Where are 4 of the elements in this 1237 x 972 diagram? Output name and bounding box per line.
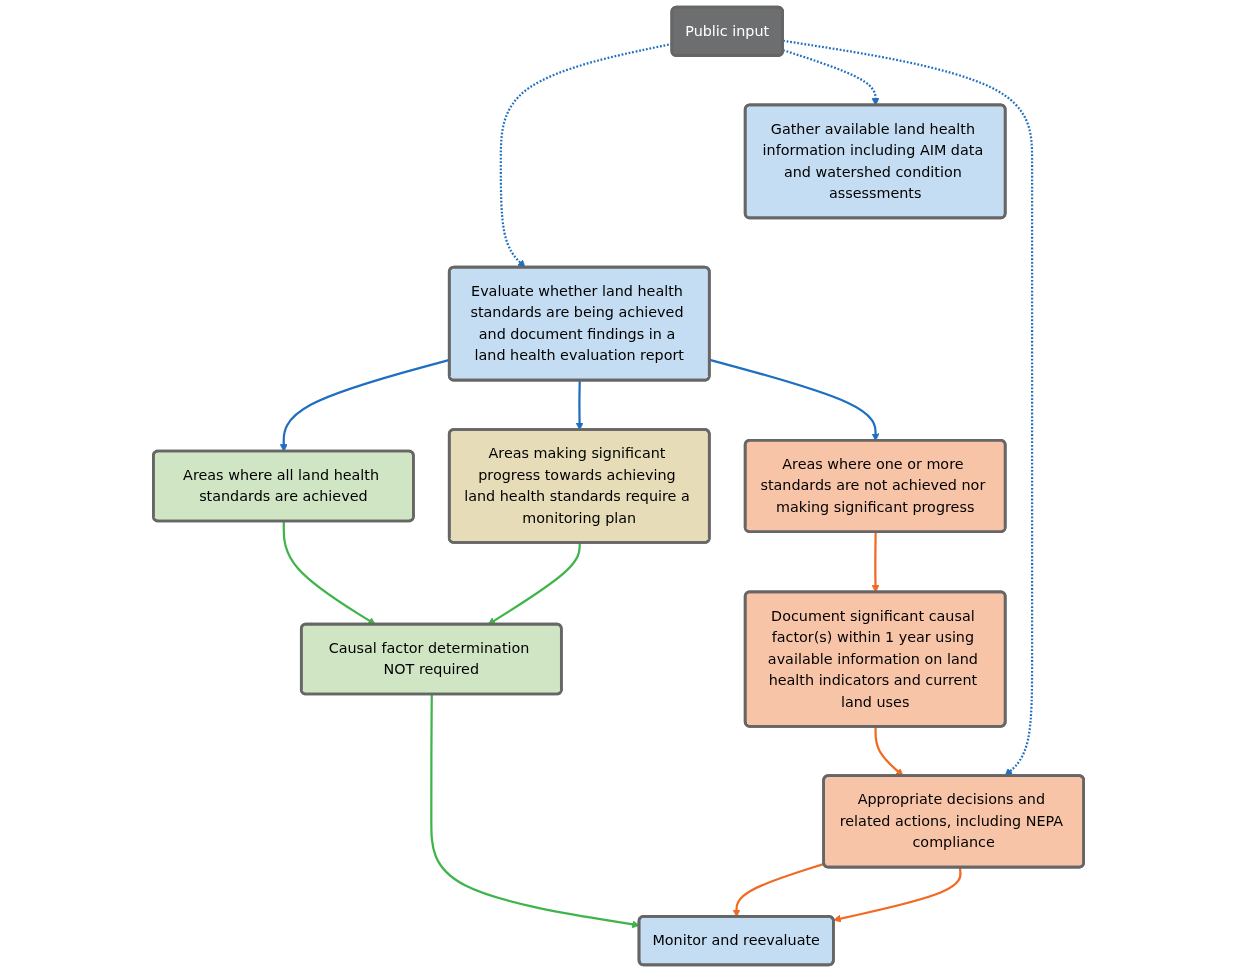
arrow bbox=[487, 542, 581, 625]
arrow bbox=[279, 358, 450, 452]
arrow bbox=[833, 867, 962, 923]
arrow bbox=[282, 521, 376, 625]
